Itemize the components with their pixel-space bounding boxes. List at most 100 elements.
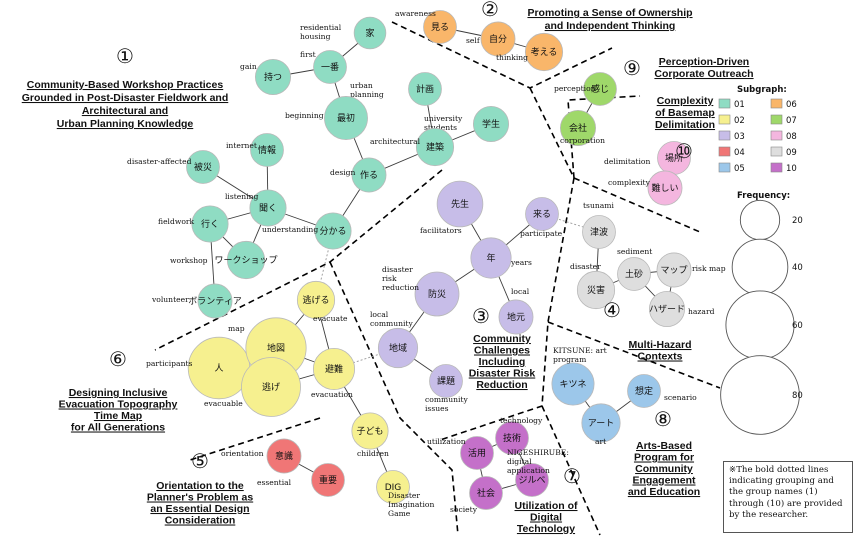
node-term: 人 xyxy=(214,363,223,374)
node-term: 技術 xyxy=(503,432,521,444)
node-circle xyxy=(576,270,616,310)
group-title-line: Arts-Based xyxy=(636,440,692,452)
node-circle xyxy=(498,299,534,335)
node-term: 土砂 xyxy=(625,268,643,280)
legend-swatch xyxy=(718,130,731,141)
node-circle xyxy=(583,72,617,106)
node-circle xyxy=(250,133,284,167)
node-term: 見る xyxy=(431,22,449,33)
node-term: 社会 xyxy=(477,487,495,499)
node-circle xyxy=(617,257,651,291)
legend-item-04: 04 xyxy=(718,146,745,158)
group-title-line: Multi-Hazard xyxy=(629,339,692,351)
node-gijutsu[interactable]: 技術 technology xyxy=(495,416,543,455)
group-title-line: Complexity xyxy=(657,95,714,107)
node-translation: fieldwork xyxy=(158,217,195,226)
node-translation: evacuate xyxy=(313,314,348,323)
node-translation: hazard xyxy=(688,307,715,316)
group-divider xyxy=(439,177,575,441)
node-circle xyxy=(186,150,220,184)
node-shakai[interactable]: 社会 society xyxy=(450,476,503,514)
node-translation: scenario xyxy=(664,393,697,402)
legend-swatch xyxy=(718,146,731,157)
frequency-circle xyxy=(725,290,795,360)
group-title-line: Contexts xyxy=(638,351,683,363)
node-translation: technology xyxy=(500,416,543,425)
legend-swatch xyxy=(718,162,731,173)
node-term: 災害 xyxy=(587,284,605,296)
node-term: DIG xyxy=(385,483,402,493)
node-circle xyxy=(408,72,442,106)
group-number: ⑦ xyxy=(563,464,581,488)
legend-item-10: 10 xyxy=(770,162,797,174)
node-translation: years xyxy=(510,258,532,267)
node-term: 地域 xyxy=(389,342,407,354)
group-title-line: Designing Inclusive xyxy=(69,387,168,399)
node-circle xyxy=(312,347,356,391)
group-title-line: Architectural and xyxy=(82,105,168,117)
group-title-line: Orientation to the xyxy=(156,480,244,492)
group-divider xyxy=(547,321,721,389)
node-translation: society xyxy=(450,505,478,514)
node-circle xyxy=(423,10,457,44)
node-circle xyxy=(197,283,233,319)
node-term: 避難 xyxy=(325,363,343,375)
group-title-line: an Essential Design xyxy=(150,503,249,515)
group-number: ⑩ xyxy=(675,139,693,163)
node-circle xyxy=(313,50,347,84)
group-number: ③ xyxy=(472,304,490,328)
